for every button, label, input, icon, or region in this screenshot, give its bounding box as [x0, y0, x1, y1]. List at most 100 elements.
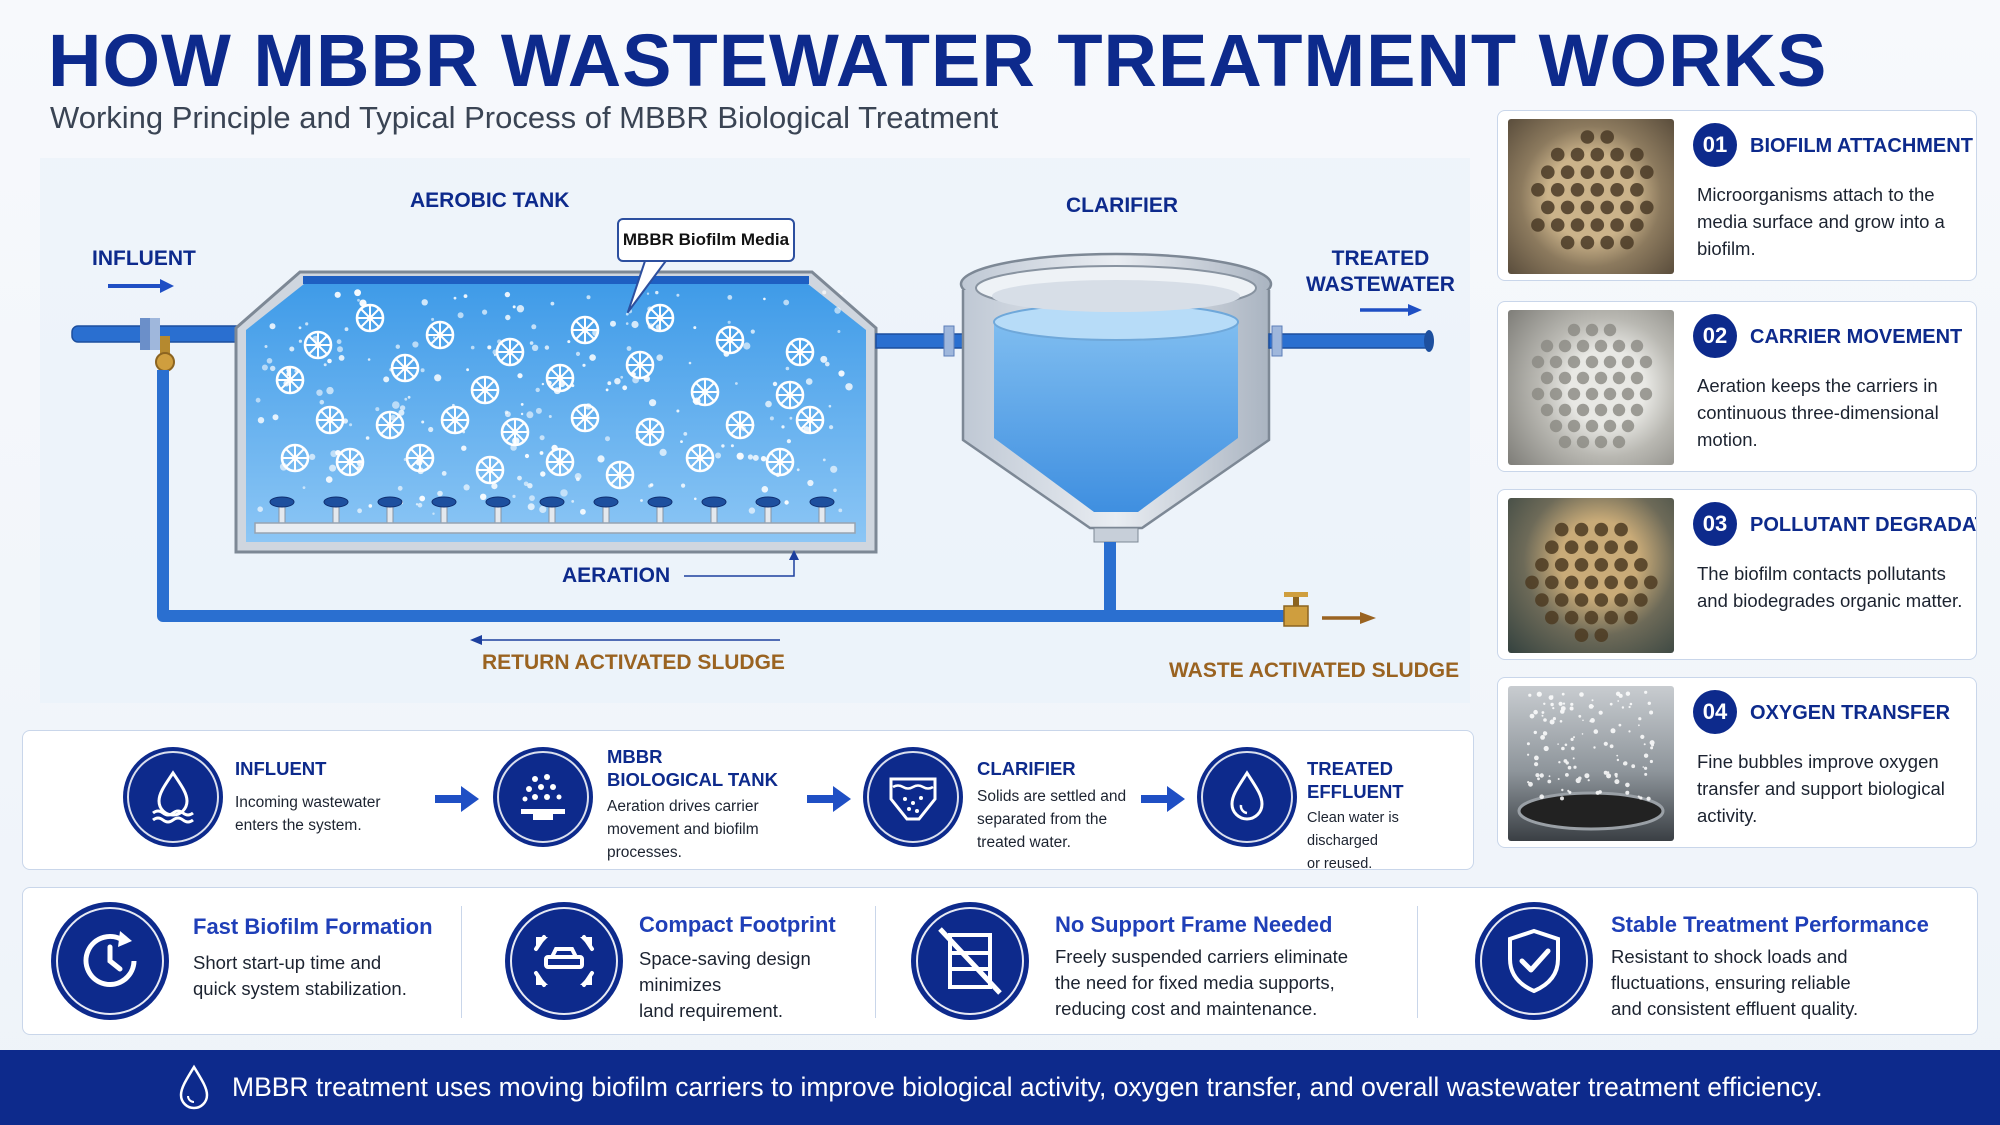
- step-card-1: 01 BIOFILM ATTACHMENT Microorganisms att…: [1497, 110, 1977, 281]
- diffuser-bubbles-photo: [1508, 686, 1674, 841]
- benefit-title: No Support Frame Needed: [1055, 912, 1333, 937]
- divider: [1417, 906, 1418, 1018]
- carriers-photo: [1508, 310, 1674, 465]
- biofilm-carrier: [785, 337, 815, 367]
- media-callout: MBBR Biofilm Media: [617, 218, 795, 262]
- step-desc: Aeration keeps the carriers in continuou…: [1697, 375, 1939, 450]
- biofilm-carrier: [475, 455, 505, 485]
- step-title: POLLUTANT DEGRADATION: [1750, 514, 1976, 536]
- process-title: MBBR BIOLOGICAL TANK: [607, 746, 778, 790]
- no-frame-icon: [911, 902, 1029, 1020]
- benefit-title: Fast Biofilm Formation: [193, 914, 433, 939]
- flow-arrow: [807, 786, 851, 812]
- aeration-diffusers: [269, 496, 835, 526]
- step-number: 03: [1693, 502, 1737, 546]
- step-title: CARRIER MOVEMENT: [1750, 326, 1963, 348]
- divider: [461, 906, 462, 1018]
- step-number: 04: [1693, 690, 1737, 734]
- benefit-desc: Short start-up time and quick system sta…: [193, 952, 407, 999]
- biofilm-carrier: [765, 447, 795, 477]
- biofilm-carrier: [690, 377, 720, 407]
- clarifier-tank: [959, 252, 1273, 543]
- biofilm-carrier: [645, 303, 675, 333]
- compact-footprint-icon: [505, 902, 623, 1020]
- biofilm-closeup-photo: [1508, 498, 1674, 653]
- biofilm-carrier: [355, 303, 385, 333]
- step-card-3: 03 POLLUTANT DEGRADATION The biofilm con…: [1497, 489, 1977, 660]
- biofilm-carrier: [425, 320, 455, 350]
- treated-wastewater-label: TREATED WASTEWATER: [1306, 247, 1455, 296]
- step-desc: Microorganisms attach to the media surfa…: [1697, 184, 1945, 259]
- process-title: INFLUENT: [235, 758, 327, 779]
- page-title: HOW MBBR WASTEWATER TREATMENT WORKS: [48, 19, 1828, 102]
- step-number: 02: [1693, 314, 1737, 358]
- flow-arrow: [1141, 786, 1185, 812]
- biofilm-media-photo: [1508, 119, 1674, 274]
- flow-arrow: [435, 786, 479, 812]
- process-title: CLARIFIER: [977, 758, 1076, 779]
- process-diagram: [40, 158, 1470, 703]
- influent-label: INFLUENT: [92, 247, 196, 270]
- benefit-title: Stable Treatment Performance: [1611, 912, 1929, 937]
- step-desc: The biofilm contacts pollutants and biod…: [1697, 563, 1963, 611]
- effluent-pipe: [1268, 333, 1430, 349]
- aeration-media-icon: [493, 747, 593, 847]
- biofilm-carrier: [495, 337, 525, 367]
- biofilm-carrier: [405, 443, 435, 473]
- benefit-desc: Resistant to shock loads and fluctuation…: [1611, 946, 1859, 1019]
- influent-pipe: [71, 318, 245, 372]
- clarifier-label: CLARIFIER: [1066, 194, 1178, 217]
- step-number: 01: [1693, 123, 1737, 167]
- biofilm-carrier: [715, 325, 745, 355]
- step-card-2: 02 CARRIER MOVEMENT Aeration keeps the c…: [1497, 301, 1977, 472]
- biofilm-carrier: [570, 403, 600, 433]
- waste-sludge-label: WASTE ACTIVATED SLUDGE: [1169, 659, 1460, 682]
- water-drop-waves-icon: [123, 747, 223, 847]
- biofilm-carrier: [545, 363, 575, 393]
- biofilm-carrier: [280, 443, 310, 473]
- divider: [875, 906, 876, 1018]
- clock-refresh-icon: [51, 902, 169, 1020]
- return-sludge-label: RETURN ACTIVATED SLUDGE: [482, 651, 785, 674]
- process-desc: Solids are settled and separated from th…: [977, 788, 1127, 851]
- biofilm-carrier: [605, 460, 635, 490]
- biofilm-carrier: [685, 443, 715, 473]
- biofilm-carrier: [335, 447, 365, 477]
- aeration-label: AERATION: [562, 564, 671, 587]
- biofilm-carrier: [303, 330, 333, 360]
- settling-tank-icon: [863, 747, 963, 847]
- return-sludge-line: [157, 370, 1116, 622]
- process-desc: Clean water is discharged or reused.: [1307, 810, 1399, 872]
- step-title: OXYGEN TRANSFER: [1750, 702, 1951, 724]
- benefit-desc: Freely suspended carriers eliminate the …: [1055, 946, 1349, 1019]
- benefit-title: Compact Footprint: [639, 912, 836, 937]
- aerobic-tank: [234, 270, 878, 554]
- clean-water-drop-icon: [1197, 747, 1297, 847]
- biofilm-carrier: [545, 447, 575, 477]
- step-title: BIOFILM ATTACHMENT: [1750, 135, 1973, 157]
- process-desc: Aeration drives carrier movement and bio…: [607, 798, 759, 861]
- benefit-desc: Space-saving design minimizes land requi…: [639, 948, 811, 1021]
- biofilm-carrier: [570, 315, 600, 345]
- biofilm-carrier: [375, 410, 405, 440]
- aerobic-tank-label: AEROBIC TANK: [410, 189, 570, 212]
- benefits-strip: Fast Biofilm Formation Short start-up ti…: [22, 887, 1978, 1035]
- step-desc: Fine bubbles improve oxygen transfer and…: [1697, 751, 1945, 826]
- biofilm-carrier: [390, 353, 420, 383]
- biofilm-carrier: [275, 365, 305, 395]
- biofilm-carrier: [315, 405, 345, 435]
- footer-banner: MBBR treatment uses moving biofilm carri…: [0, 1050, 2000, 1125]
- shield-check-icon: [1475, 902, 1593, 1020]
- diffuser-header-pipe: [254, 522, 856, 534]
- process-title: TREATED EFFLUENT: [1307, 758, 1404, 802]
- biofilm-carrier: [625, 350, 655, 380]
- process-desc: Incoming wastewater enters the system.: [235, 794, 381, 834]
- step-card-4: 04 OXYGEN TRANSFER Fine bubbles improve …: [1497, 677, 1977, 848]
- water-drop-icon: [179, 1064, 209, 1110]
- biofilm-carrier: [500, 417, 530, 447]
- process-flow-strip: INFLUENT Incoming wastewater enters the …: [22, 730, 1474, 872]
- biofilm-carrier: [775, 380, 805, 410]
- biofilm-carrier: [725, 410, 755, 440]
- page-subtitle: Working Principle and Typical Process of…: [50, 100, 999, 135]
- biofilm-carrier: [470, 375, 500, 405]
